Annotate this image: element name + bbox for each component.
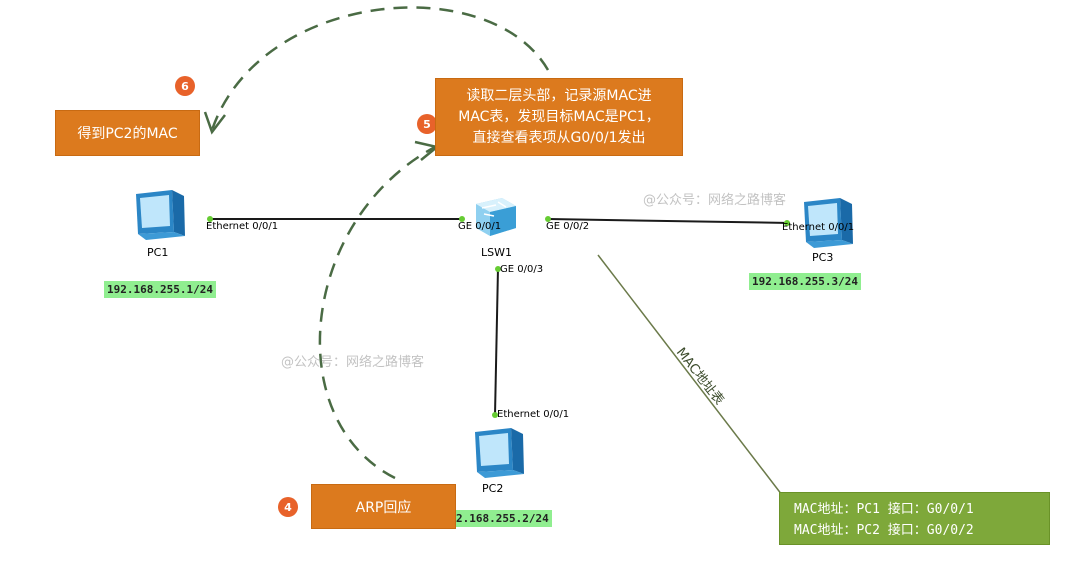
step-6-badge: 6: [175, 76, 195, 96]
pc2-device[interactable]: [467, 426, 527, 484]
step-4-badge: 4: [278, 497, 298, 517]
mac-table-box: MAC地址：PC1 接口：G0/0/1 MAC地址：PC2 接口：G0/0/2: [779, 492, 1050, 545]
port-dot: [784, 220, 790, 226]
arrow-head-upper: [203, 111, 226, 135]
lsw1-port-ge003: GE 0/0/3: [500, 264, 544, 275]
pc3-port-label: Ethernet 0/0/1: [782, 222, 855, 233]
switch-icon: [476, 198, 516, 236]
step-6-text: 得到PC2的MAC: [77, 126, 178, 142]
pc3-device[interactable]: [796, 196, 856, 254]
mac-table-connector: [597, 254, 783, 496]
pc1-label: PC1: [147, 246, 169, 259]
mac-table-row: MAC地址：PC2 接口：G0/0/2: [794, 523, 974, 538]
dashed-arc-lower: [318, 145, 436, 480]
step-5-line-3: 直接查看表项从G0/0/1发出: [472, 129, 646, 146]
computer-icon: [804, 198, 853, 248]
step-6-box: 得到PC2的MAC: [55, 110, 200, 156]
lsw1-label: LSW1: [481, 246, 512, 259]
step-5-line-2: MAC表，发现目标MAC是PC1，: [458, 108, 660, 125]
watermark: @公众号：网络之路博客: [643, 193, 787, 208]
port-dot: [495, 266, 501, 272]
port-dot: [207, 216, 213, 222]
lsw1-device[interactable]: [472, 194, 520, 240]
port-dot: [492, 412, 498, 418]
mac-table-line-label: MAC地址表: [673, 345, 727, 408]
port-dot: [545, 216, 551, 222]
pc2-port-label: Ethernet 0/0/1: [497, 409, 570, 420]
pc1-port-label: Ethernet 0/0/1: [206, 221, 279, 232]
pc3-ip-label: 192.168.255.3/24: [749, 273, 861, 290]
step-4-box: ARP回应: [311, 484, 456, 529]
step-4-text: ARP回应: [355, 499, 412, 516]
lsw1-port-ge002: GE 0/0/2: [546, 221, 590, 232]
pc3-label: PC3: [812, 251, 834, 264]
watermark: @公众号：网络之路博客: [281, 355, 425, 370]
pc1-device[interactable]: [128, 188, 188, 246]
pc2-ip-label: 2.168.255.2/24: [453, 510, 552, 527]
step-5-badge: 5: [417, 114, 437, 134]
link-lsw1-pc2: [494, 267, 499, 416]
mac-table-row: MAC地址：PC1 接口：G0/0/1: [794, 502, 974, 517]
lsw1-port-ge001: GE 0/0/1: [458, 221, 502, 232]
pc1-ip-label: 192.168.255.1/24: [104, 281, 216, 298]
computer-icon: [475, 428, 524, 478]
computer-icon: [136, 190, 185, 240]
step-5-line-1: 读取二层头部，记录源MAC进: [466, 87, 652, 104]
link-lsw1-pc3: [547, 218, 791, 224]
pc2-label: PC2: [482, 482, 504, 495]
dashed-arc-upper: [210, 6, 550, 131]
step-5-box: 读取二层头部，记录源MAC进 MAC表，发现目标MAC是PC1， 直接查看表项从…: [435, 78, 683, 156]
port-dot: [459, 216, 465, 222]
